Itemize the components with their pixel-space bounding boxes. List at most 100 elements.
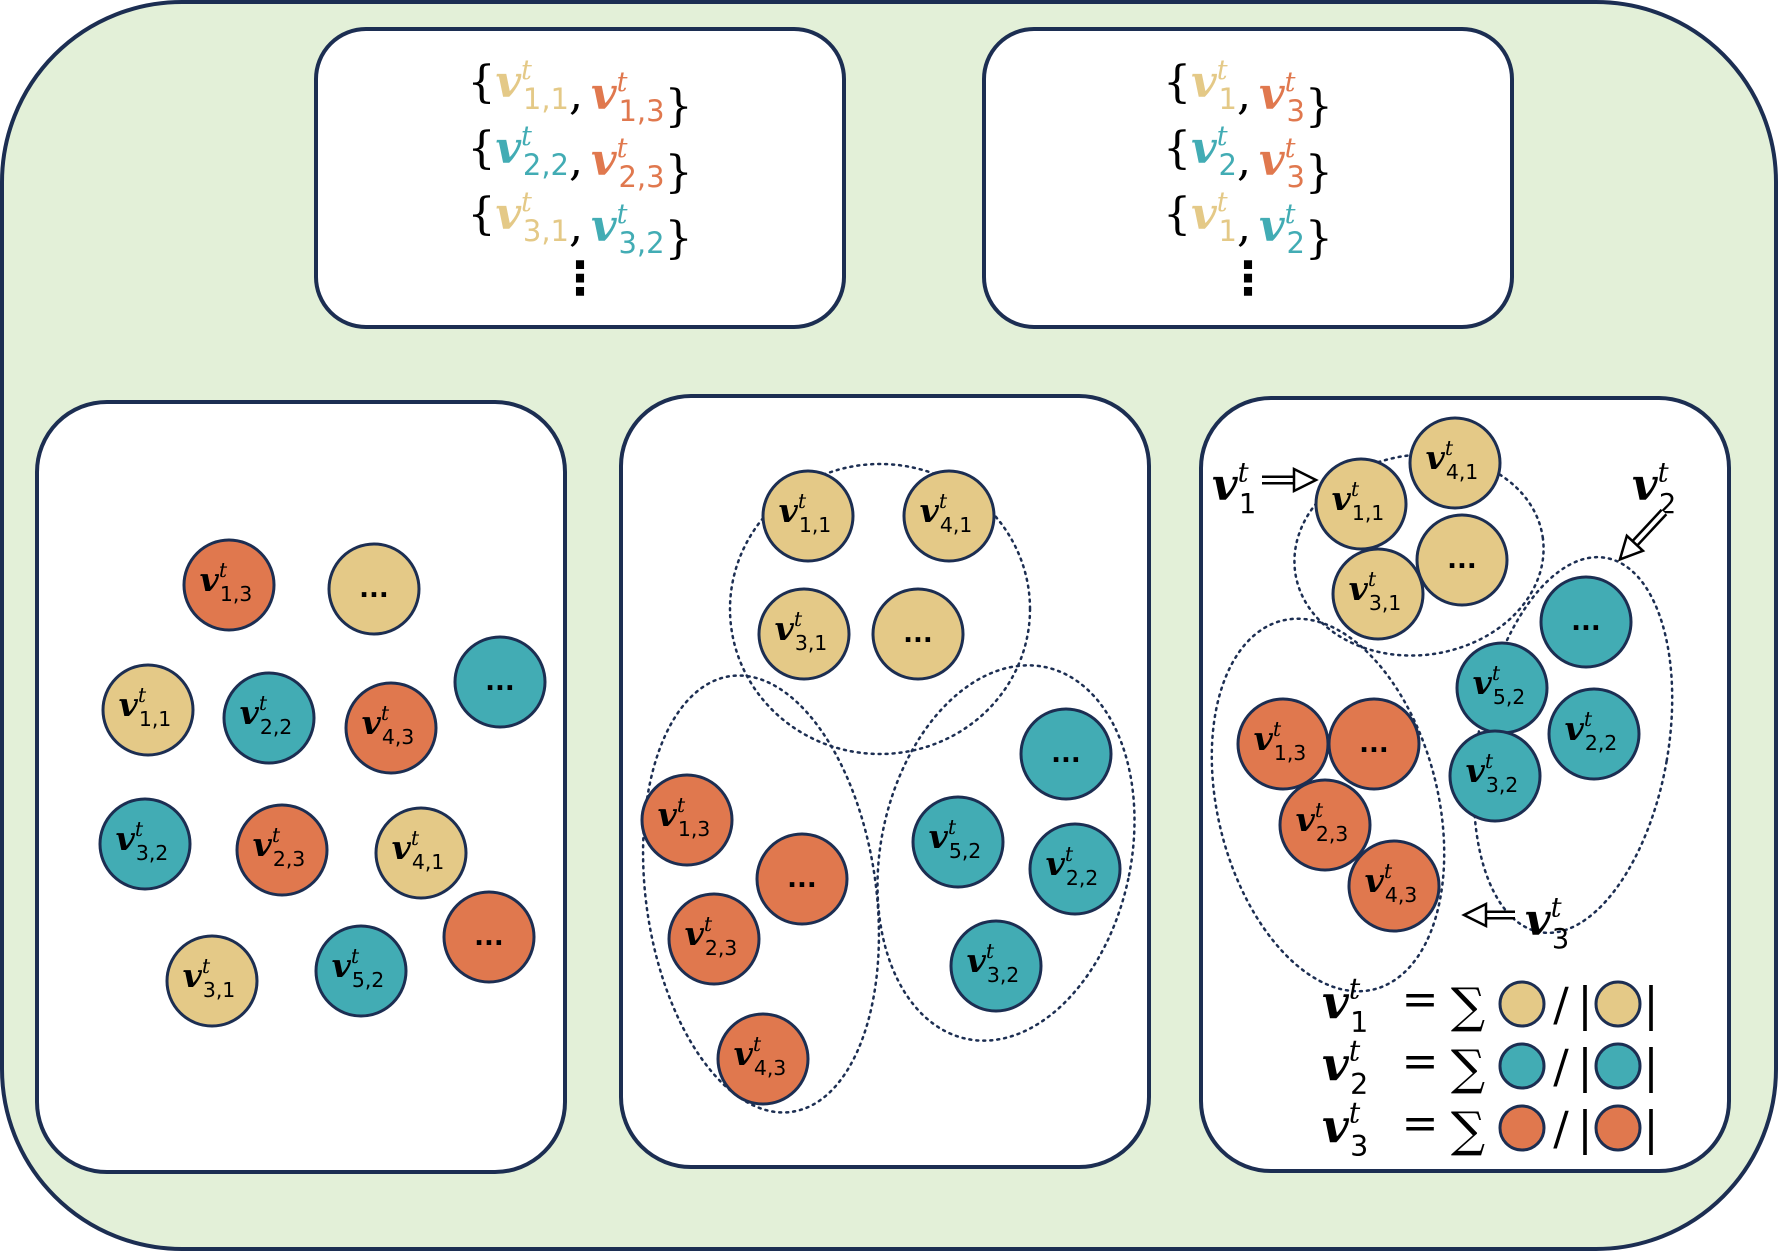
feature-node-circle xyxy=(1278,778,1372,872)
brace-open: { xyxy=(1163,189,1191,240)
ellipsis-label: ... xyxy=(1571,607,1601,637)
cluster-teal-outline xyxy=(876,664,1136,1042)
formula-node-circle xyxy=(1594,980,1642,1028)
brace-close: } xyxy=(665,147,693,198)
feature-node-circle xyxy=(101,663,195,757)
vertical-ellipsis: ⋮ xyxy=(557,251,603,305)
feature-node-circle xyxy=(1408,416,1502,510)
feature-node-circle xyxy=(716,1012,810,1106)
feature-node-circle xyxy=(667,892,761,986)
ellipsis-label: ... xyxy=(359,574,389,604)
cluster-orange-outline xyxy=(1210,617,1446,993)
feature-node: ... xyxy=(871,587,965,681)
feature-node-circle xyxy=(1028,822,1122,916)
feature-node-circle xyxy=(902,469,996,563)
divide-sign: / xyxy=(1553,1039,1569,1093)
ellipsis-label: ... xyxy=(485,667,515,697)
brace-close: } xyxy=(1305,81,1333,132)
ellipsis-label: ... xyxy=(787,864,817,894)
brace-close: } xyxy=(1305,147,1333,198)
prototype-arrow-3 xyxy=(1461,901,1515,929)
feature-node-circle xyxy=(757,587,851,681)
feature-node-circle xyxy=(1331,547,1425,641)
brace-open: { xyxy=(467,189,495,240)
feature-node-circle xyxy=(453,635,547,729)
brace-close: } xyxy=(665,81,693,132)
feature-node-circle xyxy=(344,681,438,775)
feature-node-circle xyxy=(1415,513,1509,607)
feature-node-circle xyxy=(761,469,855,563)
sum-sign: ∑ xyxy=(1451,1040,1485,1096)
feature-node-circle xyxy=(1019,707,1113,801)
ellipsis-label: ... xyxy=(903,619,933,649)
cluster-orange-outline xyxy=(641,674,881,1114)
panel-scattered-rect xyxy=(35,400,567,1174)
feature-node-circle xyxy=(1448,729,1542,823)
feature-node-circle xyxy=(1347,839,1441,933)
formula-node-circle xyxy=(1594,1042,1642,1090)
abs-bar-left: | xyxy=(1577,977,1593,1031)
feature-node-circle xyxy=(1539,575,1633,669)
feature-node-circle xyxy=(911,795,1005,889)
formula-node-circle xyxy=(1498,1104,1546,1152)
formula-node-circle xyxy=(1498,980,1546,1028)
cluster-teal-outline xyxy=(1472,555,1674,935)
feature-node-circle xyxy=(182,538,276,632)
feature-node-circle xyxy=(98,797,192,891)
feature-node: ... xyxy=(442,890,536,984)
feature-node-circle xyxy=(1547,687,1641,781)
feature-node-circle xyxy=(949,919,1043,1013)
feature-node-circle xyxy=(1314,457,1408,551)
brace-open: { xyxy=(1163,57,1191,108)
brace-open: { xyxy=(1163,123,1191,174)
equals-sign: = xyxy=(1402,1098,1439,1149)
feature-node-circle xyxy=(640,773,734,867)
prototype-arrow-2 xyxy=(1618,508,1668,562)
feature-node-circle xyxy=(374,806,468,900)
feature-node: ... xyxy=(1539,575,1633,669)
feature-node-circle xyxy=(327,542,421,636)
brace-open: { xyxy=(467,57,495,108)
divide-sign: / xyxy=(1553,1101,1569,1155)
